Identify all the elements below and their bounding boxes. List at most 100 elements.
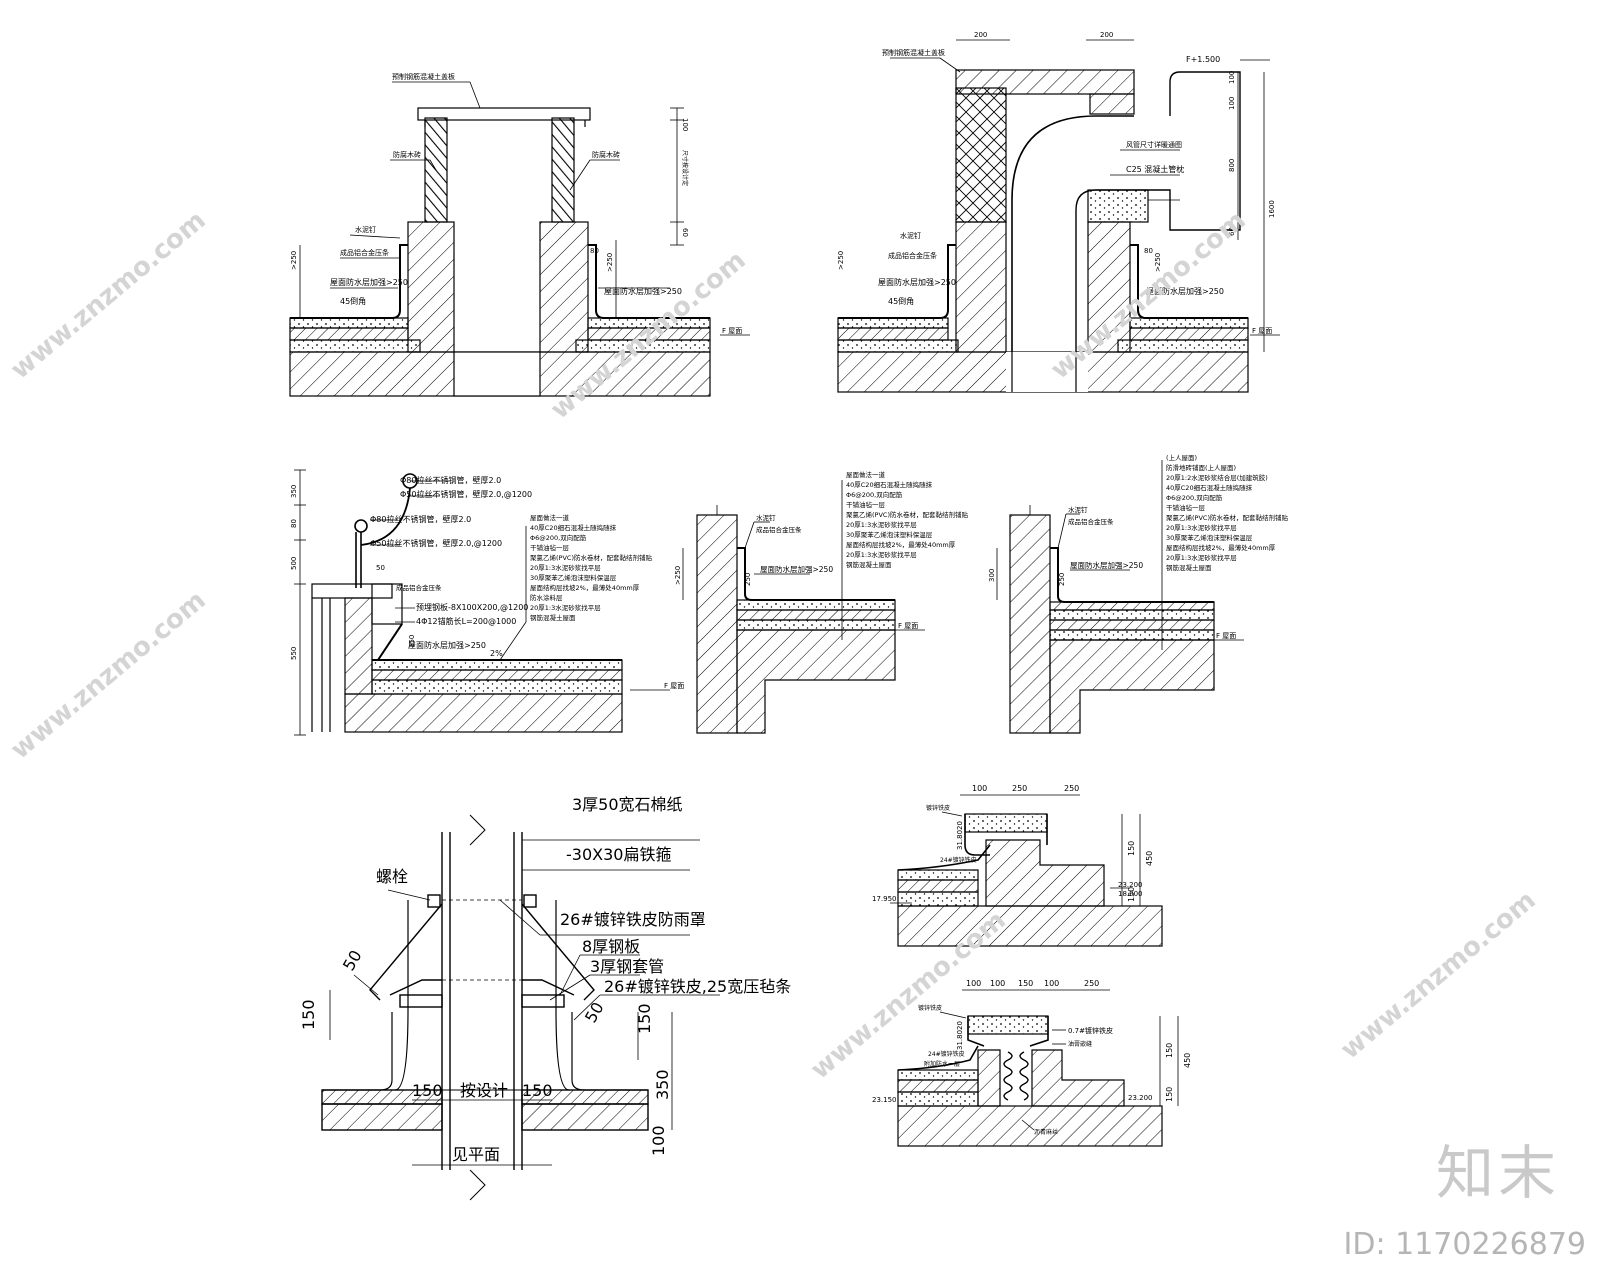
d6-dim-7: 100 [649, 1125, 668, 1156]
d7-dim-1: 450 [1145, 851, 1154, 866]
d5-layer-10: 20厚1:3水泥砂浆找平层 [1166, 553, 1237, 562]
asset-id: ID: 1170226879 [1343, 1227, 1586, 1262]
d5-layer-8: 30厚聚苯乙烯泡沫塑料保温层 [1166, 533, 1253, 542]
d1-dim-0: 100 [681, 118, 689, 131]
d8-note-1: 24#镀锌铁皮 [928, 1050, 965, 1058]
d5-layer-7: 20厚1:3水泥砂浆找平层 [1166, 523, 1237, 532]
d2-note-4: 屋面防水层加强>250 [878, 277, 956, 287]
d4-note-1: 成品铝合金压条 [756, 525, 802, 534]
d2-chamfer: 45倒角 [888, 296, 914, 306]
d2-dim-3: 60 [1228, 227, 1236, 236]
d7-dim-top-1: 250 [1012, 784, 1027, 793]
d5-layer-2: 20厚1:2水泥砂浆结合层(加建筑胶) [1166, 473, 1268, 482]
detail-1-labels: 预制钢筋混凝土盖板 防腐木砖 防腐木砖 水泥钉 成品铝合金压条 屋面防水层加强>… [290, 72, 742, 335]
d4-note-0: 水泥钉 [756, 513, 776, 522]
d6-dim-1: 150 [299, 999, 318, 1030]
d3-layer-8: 防水涂料层 [530, 593, 563, 602]
d5-layer-3: 40厚C20细石混凝土随捣随抹 [1166, 483, 1253, 492]
d3-dim-1: 80 [290, 519, 298, 528]
d6-center-label: 按设计 [460, 1081, 508, 1100]
d8-dim-top-0: 100 [966, 979, 981, 988]
detail-7-labels: 100 250 250 150 450 150 31.8020 17.950 2… [872, 784, 1154, 903]
d3-rail-0: Φ80拉丝不锈钢管，壁厚2.0 [400, 475, 501, 485]
d8-dim-top-2: 150 [1018, 979, 1033, 988]
d7-dim-top-0: 100 [972, 784, 987, 793]
d6-label-sleeve: 3厚钢套管 [590, 957, 664, 976]
detail-4-labels: 屋面做法一道 40厚C20细石混凝土随捣随抹 Φ6@200,双向配筋 干铺油毡一… [674, 470, 968, 630]
d3-floor: F 屋面 [664, 682, 684, 690]
d7-level-0: 31.8020 [956, 821, 964, 850]
watermark-6: www.znzmo.com [1335, 885, 1541, 1065]
d7-level-2: 23.200 [1118, 881, 1143, 889]
d8-dim-2: 150 [1165, 1087, 1174, 1102]
d4-dim-0: >250 [674, 566, 682, 585]
d2-dim-top-1: 200 [1100, 31, 1113, 39]
d4-layer-8: 20厚1:3水泥砂浆找平层 [846, 550, 917, 559]
d6-label-steelplate: 8厚钢板 [582, 937, 640, 956]
d8-note-0: 镀锌铁皮 [918, 1004, 942, 1012]
d3-layer-1: 40厚C20细石混凝土随捣随抹 [530, 523, 617, 532]
d2-note-0: 风管尺寸详暖通图 [1126, 140, 1182, 149]
d7-note-0: 镀锌铁皮 [926, 804, 950, 812]
detail-5-labels: (上人屋面) 防滑地砖铺面(上人屋面) 20厚1:2水泥砂浆结合层(加建筑胶) … [988, 453, 1288, 640]
detail-5-wall-roof-tiled [996, 460, 1244, 734]
d5-layer-4: Φ6@200,双向配筋 [1166, 493, 1223, 502]
d1-note-3: 屋面防水层加强>250 [604, 286, 682, 296]
d3-rebar-note: 4Φ12锚筋长L=200@1000 [416, 616, 516, 626]
watermark-4: www.znzmo.com [5, 585, 211, 765]
d8-note-4: 油膏嵌缝 [1068, 1040, 1092, 1048]
d2-top-label: 预制钢筋混凝土盖板 [882, 48, 945, 57]
d2-note-3: 成品铝合金压条 [888, 251, 937, 260]
d1-vertical-note: 尺寸按设计定 [681, 150, 689, 186]
d8-dim-0: 150 [1165, 1043, 1174, 1058]
d5-layer-0: (上人屋面) [1166, 453, 1197, 462]
d5-layer-11: 钢筋混凝土屋面 [1166, 563, 1212, 572]
d7-dim-2: 150 [1127, 887, 1136, 902]
d2-note-5: 屋面防水层加强>250 [1146, 286, 1224, 296]
d4-layer-0: 屋面做法一道 [846, 470, 886, 479]
d2-level: F+1.500 [1186, 55, 1220, 64]
d4-layer-3: 干铺油毡一层 [846, 500, 886, 509]
d5-layer-5: 干铺油毡一层 [1166, 503, 1206, 512]
d6-dim-2: 150 [635, 1003, 654, 1034]
detail-8-expansion-joint-spring [897, 989, 1179, 1147]
d2-note-2: 水泥钉 [900, 231, 921, 240]
d8-note-3: 0.7#镀锌铁皮 [1068, 1026, 1113, 1035]
d1-note-0: 水泥钉 [355, 225, 376, 234]
d2-note-1: C25 混凝土管枕 [1126, 164, 1184, 174]
d4-layer-7: 屋面结构层找坡2%，最薄处40mm厚 [846, 540, 956, 549]
d4-layer-9: 钢筋混凝土屋面 [846, 560, 892, 569]
d1-note-2: 屋面防水层加强>250 [330, 277, 408, 287]
detail-6-pipe-penetration [321, 814, 720, 1201]
d5-dim-1: 250 [1058, 573, 1066, 586]
d6-label-hood: 26#镀锌铁皮防雨罩 [560, 910, 706, 929]
d3-layer-0: 屋面做法一道 [530, 513, 570, 522]
detail-2-duct-vent [837, 39, 1280, 393]
d3-slope: 2% [490, 649, 503, 658]
d2-floor: F 屋面 [1252, 327, 1272, 335]
d1-right-label: 防腐木砖 [592, 150, 620, 159]
d3-layer-5: 20厚1:3水泥砂浆找平层 [530, 563, 601, 572]
detail-8-labels: 100 100 150 100 250 150 450 150 31.8020 … [872, 979, 1192, 1136]
detail-6-labels: 螺栓 3厚50宽石棉纸 -30X30扁铁箍 26#镀锌铁皮防雨罩 8厚钢板 3厚… [299, 795, 791, 1164]
d3-layer-7: 屋面结构层找坡2%，最薄处40mm厚 [530, 583, 640, 592]
d6-label-asbestos: 3厚50宽石棉纸 [572, 795, 683, 814]
d6-dim-0: 50 [339, 947, 366, 974]
d1-dim-3: >250 [290, 251, 298, 270]
d5-note-2: 屋面防水层加强>250 [1070, 560, 1143, 570]
d8-level-2: 23.200 [1128, 1094, 1153, 1102]
d3-layer-3: 干铺油毡一层 [530, 543, 570, 552]
d3-plate-note: 预埋钢板-8X100X200,@1200 [416, 602, 528, 612]
d4-layer-5: 20厚1:3水泥砂浆找平层 [846, 520, 917, 529]
d5-layer-1: 防滑地砖铺面(上人屋面) [1166, 463, 1236, 472]
d3-layer-4: 聚氯乙烯(PVC)防水卷材，配套黏结剂铺贴 [530, 553, 652, 562]
detail-7-expansion-joint [890, 794, 1163, 947]
d4-dim-1: 250 [744, 573, 752, 586]
d4-note-2: 屋面防水层加强>250 [760, 564, 833, 574]
d6-dim-6: 150 [522, 1081, 553, 1100]
d4-floor: F 屋面 [898, 622, 918, 630]
d6-label-strip: 26#镀锌铁皮,25宽压毡条 [604, 977, 791, 996]
d5-layer-6: 聚氯乙烯(PVC)防水卷材，配套黏结剂铺贴 [1166, 513, 1288, 522]
d5-layer-9: 屋面结构层找坡2%，最薄处40mm厚 [1166, 543, 1276, 552]
